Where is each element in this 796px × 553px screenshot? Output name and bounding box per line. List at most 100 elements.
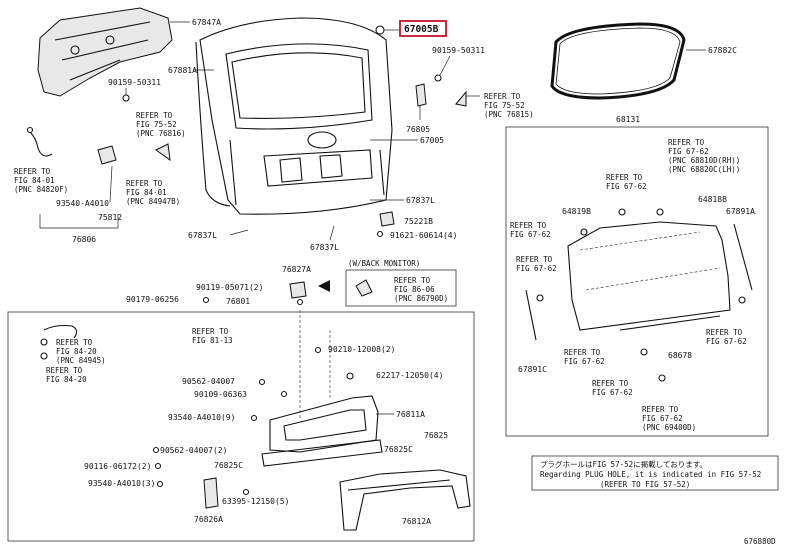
label-90562-04007: 90562-04007 [182, 377, 235, 386]
ref-76816-line1[interactable]: REFER TO [136, 111, 173, 120]
ref-84945-line2[interactable]: FIG 84-20 [56, 347, 97, 356]
note-line3-ref[interactable]: (REFER TO FIG 57-52) [600, 480, 690, 489]
label-93540-9: 93540-A4010(9) [168, 413, 235, 422]
label-93540-a4010: 93540-A4010 [56, 199, 109, 208]
garnish-subassembly-box [7, 311, 475, 542]
label-67882c: 67882C [708, 46, 737, 55]
label-67837l-a: 67837L [406, 196, 435, 205]
glass-subassembly-box [505, 126, 769, 437]
label-67847a: 67847A [192, 18, 221, 27]
label-90562-2: 90562-04007(2) [160, 446, 227, 455]
ref-84947b-line2[interactable]: FIG 84-01 [126, 188, 167, 197]
ref-68810d-line4[interactable]: (PNC 68820C(LH)) [668, 165, 740, 174]
ref-67-62-a-line1[interactable]: REFER TO [606, 173, 643, 182]
ref-67-62-a-line2[interactable]: FIG 67-62 [606, 182, 647, 191]
ref-67-62-e-line1[interactable]: REFER TO [564, 348, 601, 357]
back-monitor-box [345, 269, 457, 307]
label-76801: 76801 [226, 297, 250, 306]
ref-76816-line3[interactable]: (PNC 76816) [136, 129, 186, 138]
panel-67847a-drawing [37, 7, 173, 97]
label-76825c: 76825C [384, 445, 413, 454]
ref-86790d-line3[interactable]: (PNC 86790D) [394, 294, 448, 303]
label-64819b: 64819B [562, 207, 591, 216]
ref-69400d-line2[interactable]: FIG 67-62 [642, 414, 683, 423]
label-76812a: 76812A [402, 517, 431, 526]
ref-84947b-line1[interactable]: REFER TO [126, 179, 163, 188]
label-67005: 67005 [420, 136, 444, 145]
label-63395: 63395-12150(5) [222, 497, 289, 506]
ref-68810d-line2[interactable]: FIG 67-62 [668, 147, 709, 156]
label-76805: 76805 [406, 125, 430, 134]
ref-76815-line3[interactable]: (PNC 76815) [484, 110, 534, 119]
spoiler-76812a-drawing [339, 469, 471, 531]
ref-86790d-line1[interactable]: REFER TO [394, 276, 431, 285]
ref-69400d-line1[interactable]: REFER TO [642, 405, 679, 414]
label-90109: 90109-06363 [194, 390, 247, 399]
plug-hole-note [531, 455, 779, 491]
ref-84820f-line3[interactable]: (PNC 84820F) [14, 185, 68, 194]
back-monitor-label: (W/BACK MONITOR) [348, 259, 420, 268]
label-67837l-c: 67837L [310, 243, 339, 252]
ref-84-20-line2[interactable]: FIG 84-20 [46, 375, 87, 384]
rear-glass-drawing [525, 208, 753, 382]
ref-67-62-c-line2[interactable]: FIG 67-62 [516, 264, 557, 273]
label-76811a: 76811A [396, 410, 425, 419]
ref-84947b-line3[interactable]: (PNC 84947B) [126, 197, 180, 206]
garnish-76811a-drawing [261, 310, 383, 467]
ref-76816-line2[interactable]: FIG 75-52 [136, 120, 177, 129]
ref-76815-line1[interactable]: REFER TO [484, 92, 521, 101]
glass-seal-67882c-drawing [550, 22, 686, 100]
ref-86790d-line2[interactable]: FIG 86-06 [394, 285, 435, 294]
label-76806: 76806 [72, 235, 96, 244]
label-90119: 90119-05071(2) [196, 283, 263, 292]
label-76826a: 76826A [194, 515, 223, 524]
label-75221b: 75221B [404, 217, 433, 226]
ref-68810d-line1[interactable]: REFER TO [668, 138, 705, 147]
note-line2: Regarding PLUG HOLE, it is indicated in … [540, 470, 761, 479]
ref-68810d-line3[interactable]: (PNC 68810D(RH)) [668, 156, 740, 165]
label-91621: 91621-60614(4) [390, 231, 457, 240]
ref-76815-line2[interactable]: FIG 75-52 [484, 101, 525, 110]
figure-id: 676880D [744, 537, 776, 546]
ref-67-62-e-line2[interactable]: FIG 67-62 [564, 357, 605, 366]
label-64818b: 64818B [698, 195, 727, 204]
label-76825: 76825 [424, 431, 448, 440]
label-75812: 75812 [98, 213, 122, 222]
ref-67-62-d-line2[interactable]: FIG 67-62 [706, 337, 747, 346]
ref-84945-line1[interactable]: REFER TO [56, 338, 93, 347]
label-67891c: 67891C [518, 365, 547, 374]
ref-69400d-line3[interactable]: (PNC 69400D) [642, 423, 696, 432]
label-90210: 90210-12008(2) [328, 345, 395, 354]
label-67837l-b: 67837L [188, 231, 217, 240]
label-90116: 90116-06172(2) [84, 462, 151, 471]
label-76827a: 76827A [282, 265, 311, 274]
label-67881a: 67881A [168, 66, 197, 75]
ref-67-62-b-line1[interactable]: REFER TO [510, 221, 547, 230]
ref-81-13-line2[interactable]: FIG 81-13 [192, 336, 233, 345]
ref-67-62-b-line2[interactable]: FIG 67-62 [510, 230, 551, 239]
ref-81-13-line1[interactable]: REFER TO [192, 327, 229, 336]
label-93540-3: 93540-A4010(3) [88, 479, 155, 488]
label-68678: 68678 [668, 351, 692, 360]
highlight-box-67005b[interactable] [399, 20, 447, 37]
ref-67-62-c-line1[interactable]: REFER TO [516, 255, 553, 264]
label-90159-50311-a: 90159-50311 [108, 78, 161, 87]
ref-67-62-d-line1[interactable]: REFER TO [706, 328, 743, 337]
label-68131: 68131 [616, 115, 640, 124]
label-76825c-b: 76825C [214, 461, 243, 470]
label-67891a: 67891A [726, 207, 755, 216]
ref-84-20-line1[interactable]: REFER TO [46, 366, 83, 375]
label-90179: 90179-06256 [126, 295, 179, 304]
arrow-icon [318, 280, 330, 292]
ref-67-62-f-line1[interactable]: REFER TO [592, 379, 629, 388]
label-62217: 62217-12050(4) [376, 371, 443, 380]
ref-84820f-line1[interactable]: REFER TO [14, 167, 51, 176]
label-67005b-highlighted[interactable]: 67005B [404, 24, 439, 35]
ref-67-62-f-line2[interactable]: FIG 67-62 [592, 388, 633, 397]
note-line1-jp: プラグホールはFIG 57-52に掲載しております。 [540, 459, 707, 469]
label-90159-50311-b: 90159-50311 [432, 46, 485, 55]
ref-84820f-line2[interactable]: FIG 84-01 [14, 176, 55, 185]
ref-84945-line3[interactable]: (PNC 84945) [56, 356, 106, 365]
